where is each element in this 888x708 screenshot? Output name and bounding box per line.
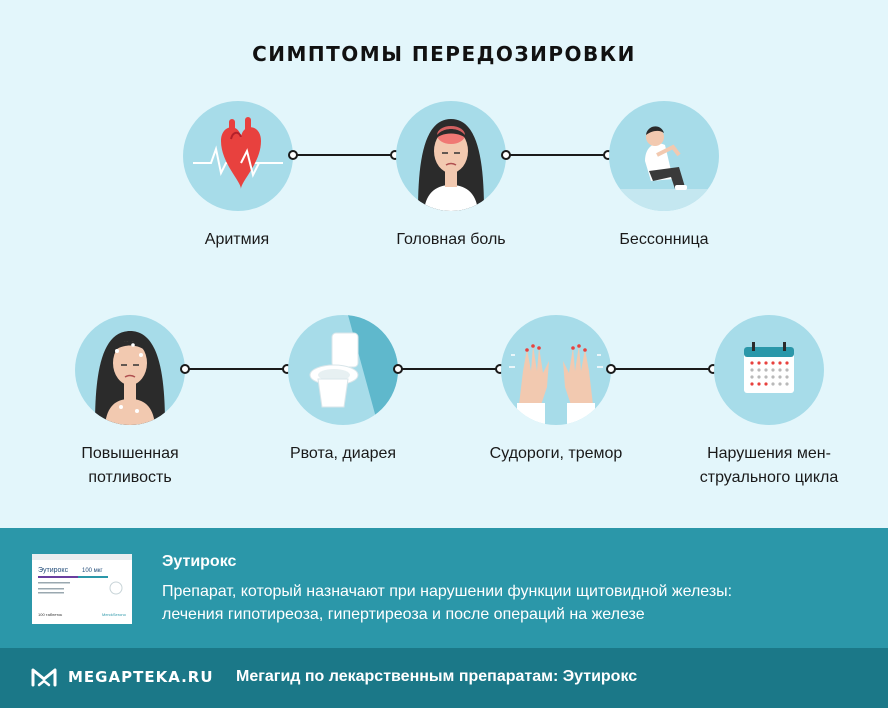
symptom-label-insomnia: Бессонница <box>619 231 709 248</box>
svg-text:100 таблеток: 100 таблеток <box>38 612 62 617</box>
symptom-label-headache: Головная боль <box>396 231 506 248</box>
connector-4-5 <box>180 364 292 374</box>
calendar-icon <box>714 315 824 425</box>
insomnia-person-icon <box>609 101 719 211</box>
symptom-label-arrhythmia: Аритмия <box>204 231 270 248</box>
sweating-woman-icon <box>75 315 185 425</box>
footer-guide-link[interactable]: Мегагид по лекарственным препаратам: Эут… <box>236 668 638 685</box>
page-title: СИМПТОМЫ ПЕРЕДОЗИРОВКИ <box>252 42 636 66</box>
connector-1-2 <box>288 150 400 160</box>
symptoms-section: СИМПТОМЫ ПЕРЕДОЗИРОВКИ <box>75 42 839 486</box>
heart-icon <box>183 101 293 211</box>
symptom-label-tremor: Судороги, тремор <box>489 445 623 462</box>
headache-woman-icon <box>396 101 506 211</box>
symptom-label-cycle: Нарушения мен- струального цикла <box>699 445 839 486</box>
drug-info-band: Эутирокс 100 мкг 100 таблеток MerckSeron… <box>0 528 888 648</box>
connector-5-6 <box>393 364 505 374</box>
symptom-label-vomiting: Рвота, диарея <box>289 445 397 462</box>
drug-description: Препарат, который назначают при нарушени… <box>162 583 733 623</box>
connector-2-3 <box>501 150 613 160</box>
symptom-label-sweating: Повышенная потливость <box>81 445 179 486</box>
site-logo-text[interactable]: MEGAPTEKA.RU <box>68 668 214 686</box>
svg-text:MerckSerono: MerckSerono <box>102 612 127 617</box>
megapteka-logo-icon[interactable] <box>30 665 58 689</box>
svg-text:100 мкг: 100 мкг <box>82 568 103 574</box>
svg-text:Эутирокс: Эутирокс <box>38 567 69 574</box>
toilet-icon <box>288 315 398 425</box>
connector-6-7 <box>606 364 718 374</box>
drug-box-image: Эутирокс 100 мкг 100 таблеток MerckSeron… <box>30 550 134 626</box>
trembling-hands-icon <box>501 315 611 425</box>
footer: MEGAPTEKA.RU Мегагид по лекарственным пр… <box>0 648 888 708</box>
drug-name: Эутирокс <box>162 553 237 570</box>
